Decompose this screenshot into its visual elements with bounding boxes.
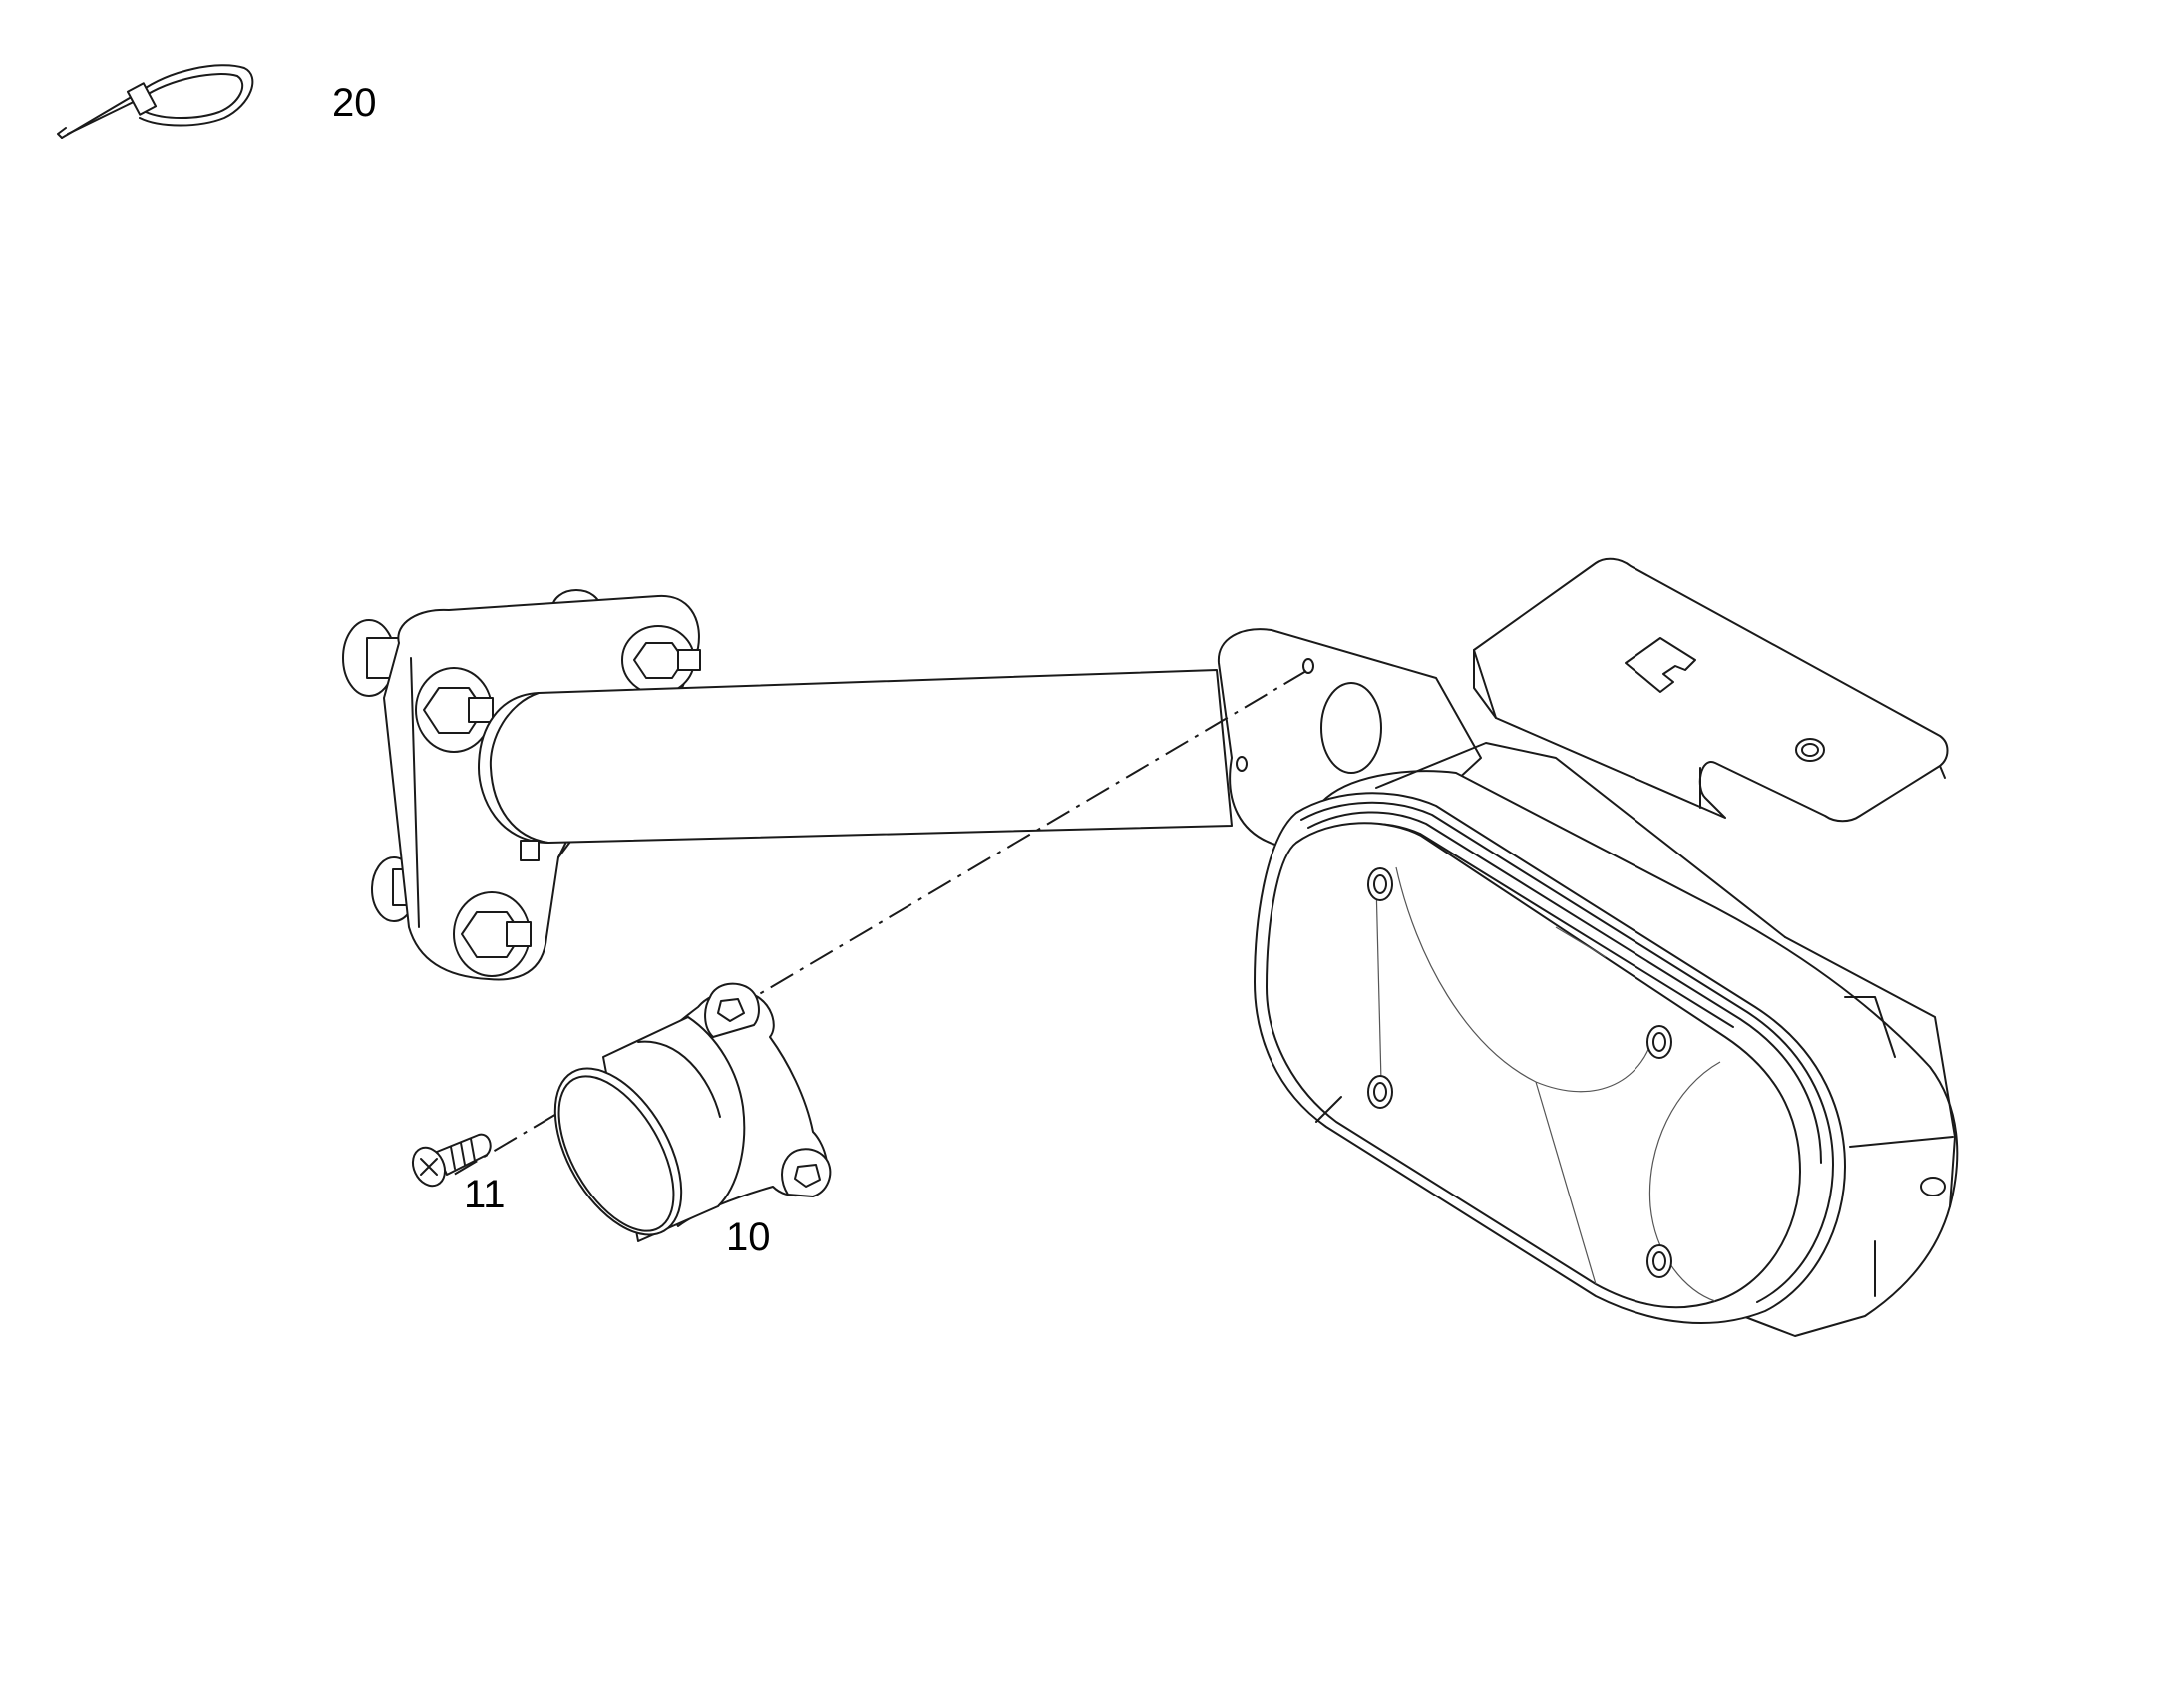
screw-icon bbox=[411, 1133, 492, 1188]
callout-20: 20 bbox=[332, 81, 377, 125]
assembly-axis-line bbox=[453, 670, 1307, 1176]
callout-10: 10 bbox=[726, 1215, 771, 1259]
mounting-bracket-assembly bbox=[342, 557, 1949, 981]
sensor-housing-icon bbox=[553, 982, 832, 1242]
cable-tie-icon bbox=[57, 64, 254, 139]
callout-11: 11 bbox=[464, 1173, 506, 1216]
lamp-housing bbox=[1254, 742, 1959, 1337]
